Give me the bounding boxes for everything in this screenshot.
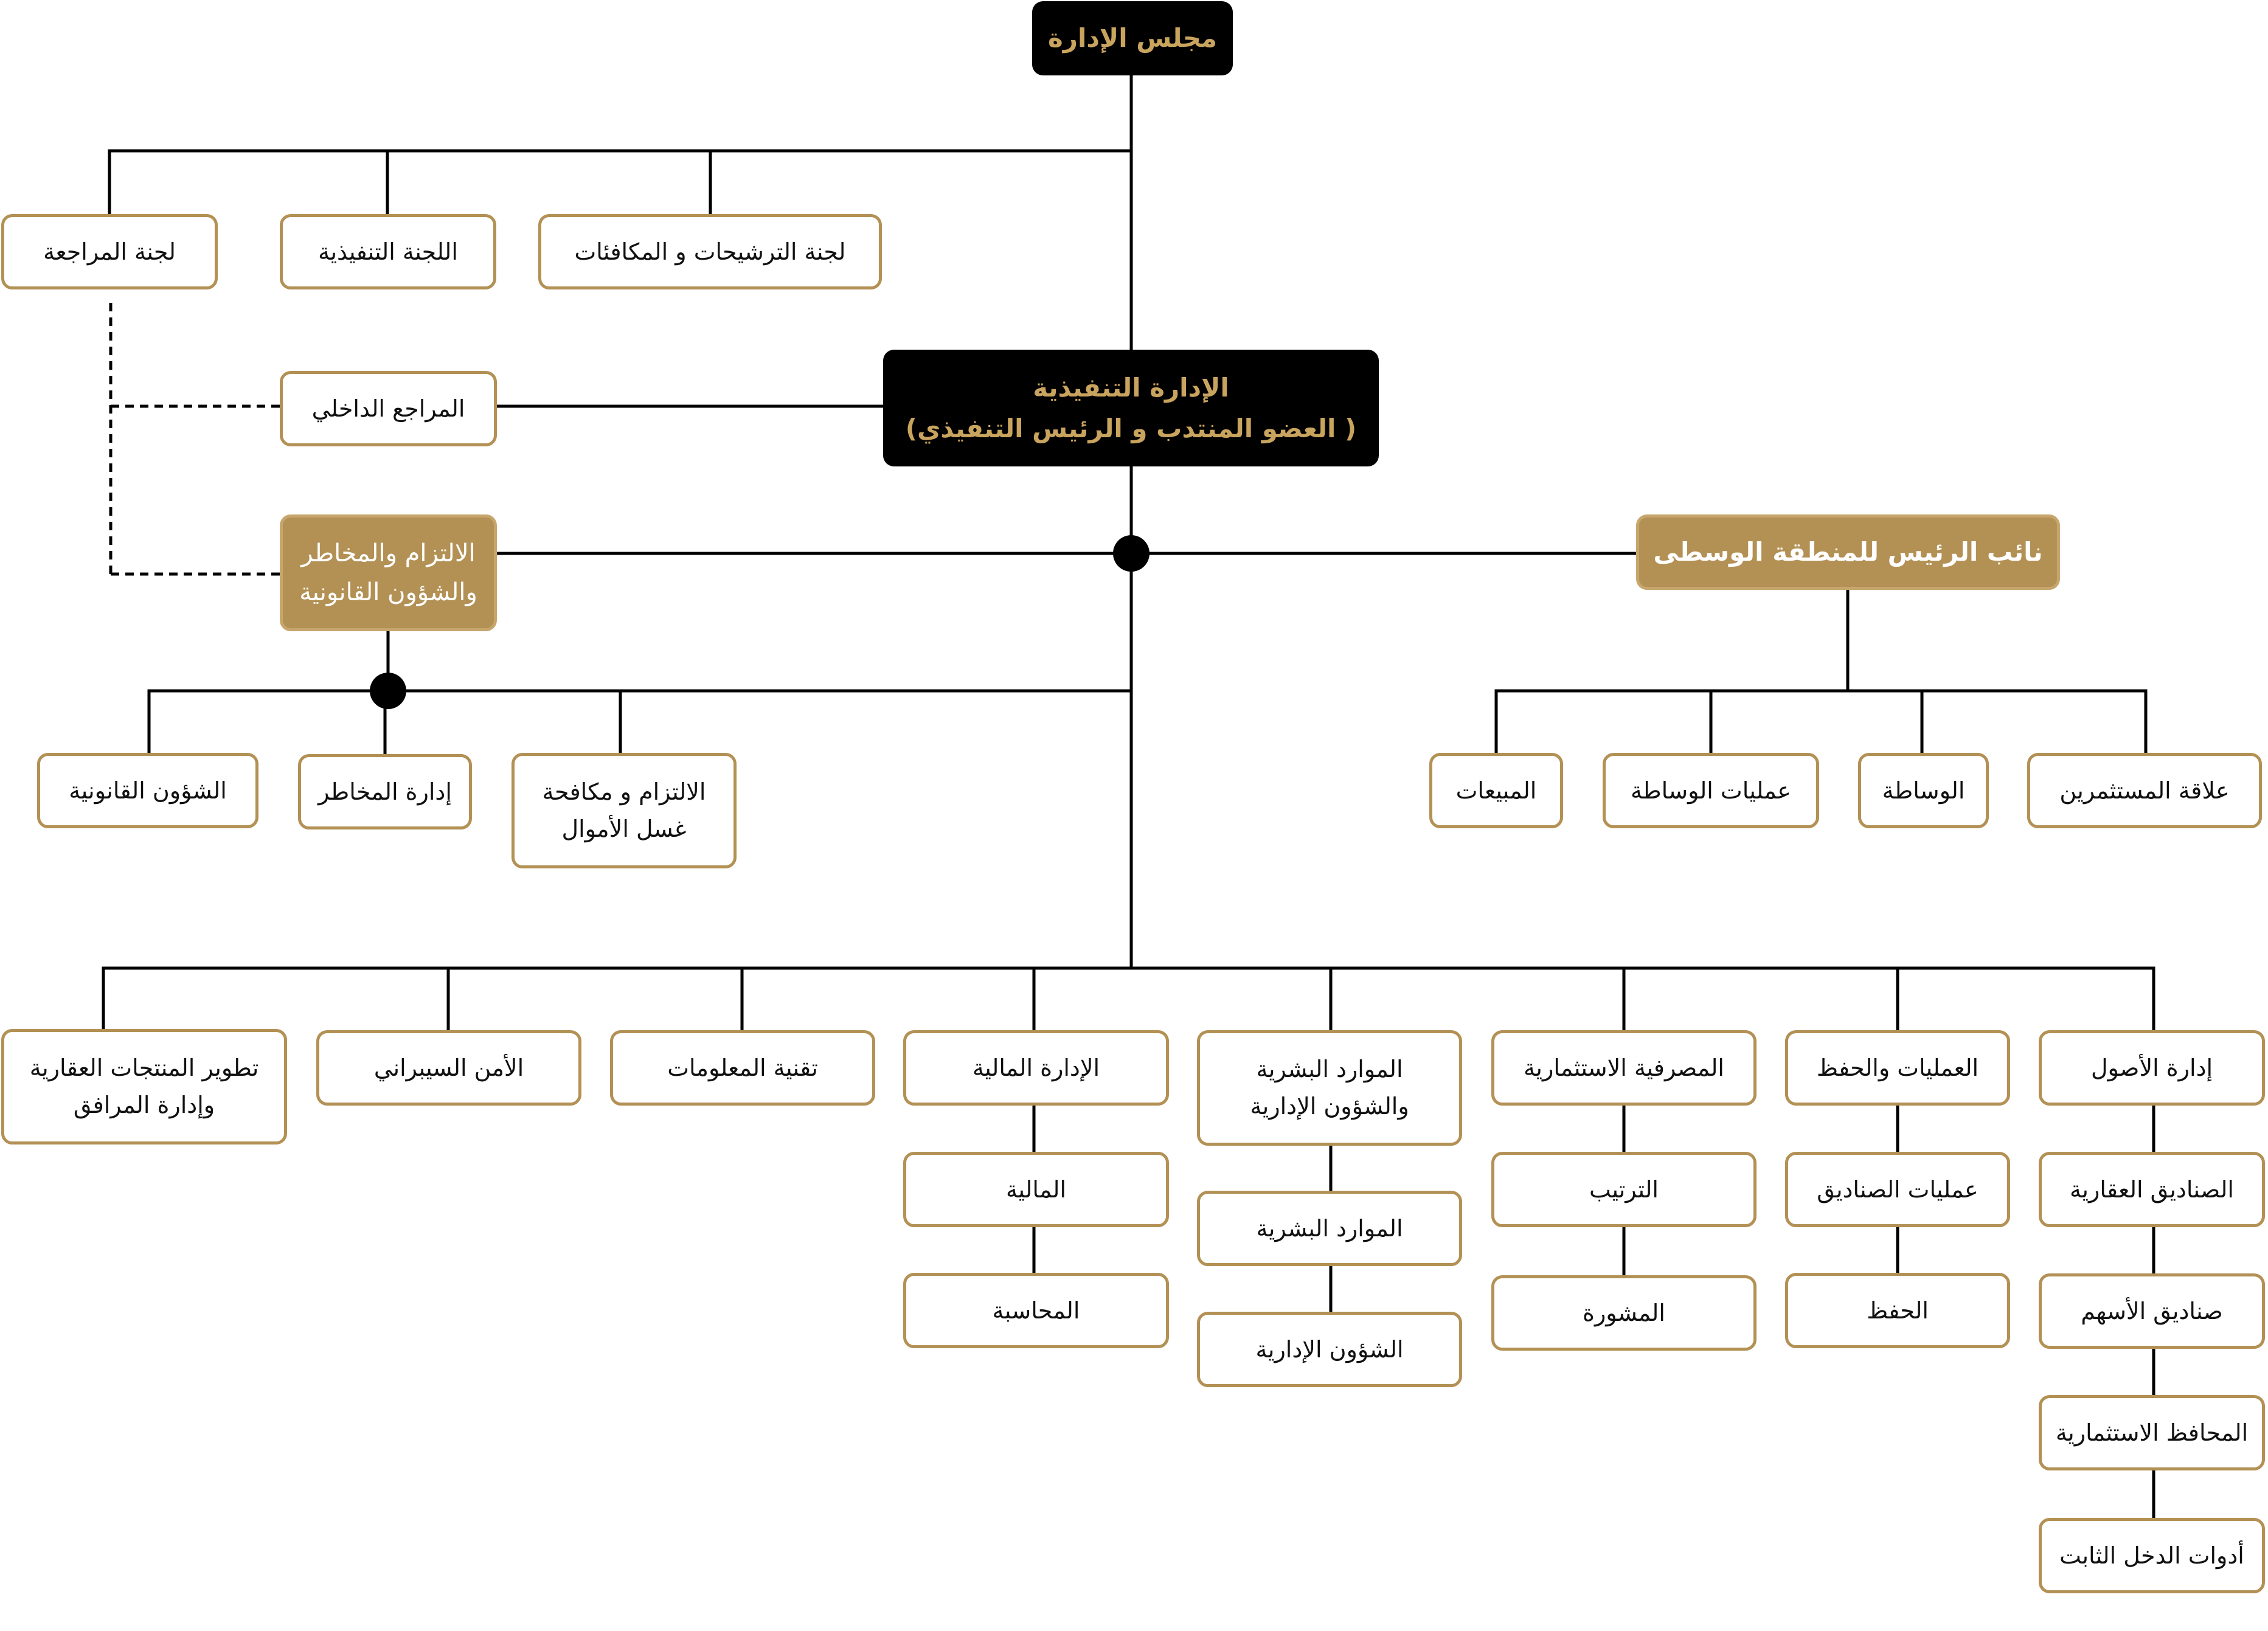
investment-banking-box: المصرفية الاستثمارية	[1491, 1030, 1756, 1106]
executive-management-box: الإدارة التنفيذية ( العضو المنتدب و الرئ…	[883, 350, 1379, 466]
human-resources-box: الموارد البشرية	[1197, 1191, 1462, 1266]
risk-management-box: إدارة المخاطر	[298, 754, 472, 829]
administrative-affairs-box: الشؤون الإدارية	[1197, 1312, 1462, 1387]
advisory-box: المشورة	[1491, 1275, 1756, 1351]
vp-central-region-box: نائب الرئيس للمنطقة الوسطى	[1636, 514, 2060, 590]
brokerage-operations-box: عمليات الوساطة	[1603, 753, 1819, 828]
junction-dot	[1113, 535, 1150, 572]
asset-management-box: إدارة الأصول	[2039, 1030, 2265, 1106]
operations-custody-box: العمليات والحفظ	[1785, 1030, 2010, 1106]
investor-relations-box: علاقة المستثمرين	[2027, 753, 2262, 828]
fund-operations-box: عمليات الصناديق	[1785, 1152, 2010, 1227]
arrangement-box: الترتيب	[1491, 1152, 1756, 1227]
real-estate-development-box: تطوير المنتجات العقارية وإدارة المرافق	[1, 1029, 287, 1144]
investment-portfolios-box: المحافظ الاستثمارية	[2039, 1395, 2265, 1470]
cybersecurity-box: الأمن السيبراني	[316, 1030, 581, 1106]
hr-admin-box: الموارد البشرية والشؤون الإدارية	[1197, 1030, 1462, 1146]
custody-box: الحفظ	[1785, 1273, 2010, 1348]
board-box: مجلس الإدارة	[1032, 1, 1233, 75]
nominations-committee-box: لجنة الترشيحات و المكافئات	[538, 214, 882, 289]
sales-box: المبيعات	[1429, 753, 1563, 828]
fixed-income-box: أدوات الدخل الثابت	[2039, 1518, 2265, 1593]
information-technology-box: تقنية المعلومات	[610, 1030, 875, 1106]
finance-management-box: الإدارة المالية	[903, 1030, 1169, 1106]
internal-auditor-box: المراجع الداخلي	[280, 371, 497, 446]
audit-committee-box: لجنة المراجعة	[1, 214, 218, 289]
aml-compliance-box: الالتزام و مكافحة غسل الأموال	[512, 753, 737, 868]
accounting-box: المحاسبة	[903, 1273, 1169, 1348]
compliance-risk-legal-box: الالتزام والمخاطر والشؤون القانونية	[280, 514, 497, 631]
legal-affairs-box: الشؤون القانونية	[37, 753, 258, 828]
real-estate-funds-box: الصناديق العقارية	[2039, 1152, 2265, 1227]
junction-dot	[370, 673, 406, 709]
brokerage-box: الوساطة	[1858, 753, 1989, 828]
executive-committee-box: اللجنة التنفيذية	[280, 214, 496, 289]
finance-box: المالية	[903, 1152, 1169, 1227]
equity-funds-box: صناديق الأسهم	[2039, 1273, 2265, 1349]
